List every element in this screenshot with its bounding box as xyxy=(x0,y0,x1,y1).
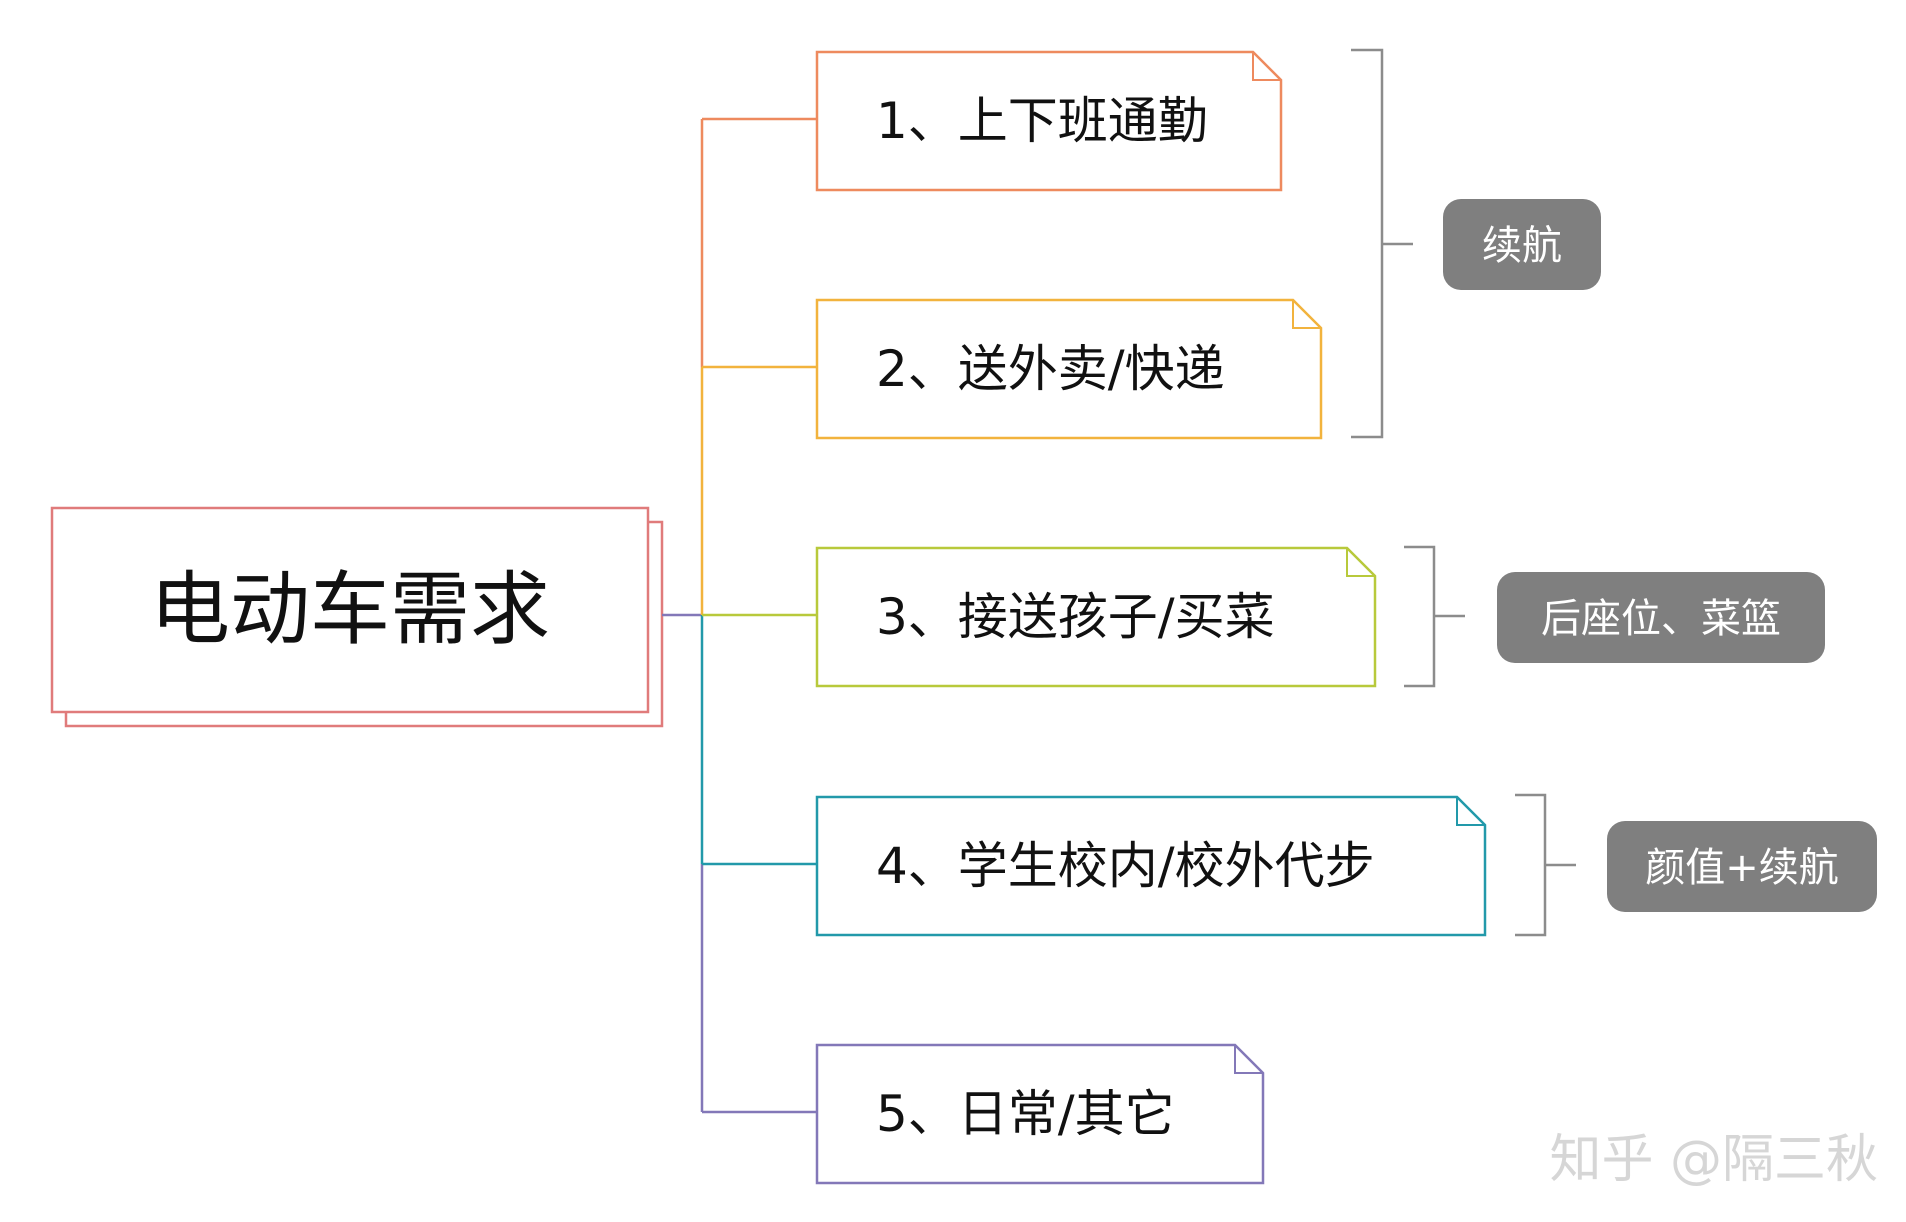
summary-tag-background xyxy=(1443,199,1601,290)
page-fold-icon xyxy=(1292,300,1321,329)
item-node-frame xyxy=(815,1043,1265,1185)
root-node-frame xyxy=(50,506,650,714)
item-node-1: 1、上下班通勤 xyxy=(815,50,1283,192)
page-fold-icon xyxy=(1252,52,1281,81)
summary-tag-background xyxy=(1607,821,1877,912)
summary-tag-1: 续航 xyxy=(1443,199,1601,290)
item-node-label: 2、送外卖/快递 xyxy=(876,340,1225,398)
summary-tag-3: 颜值+续航 xyxy=(1607,821,1877,912)
item-node-label: 3、接送孩子/买菜 xyxy=(876,588,1275,646)
summary-bracket-2 xyxy=(1404,545,1465,688)
watermark: 知乎 @隔三秋 xyxy=(1549,1130,1878,1190)
root-node-label: 电动车需求 xyxy=(150,563,550,656)
page-fold-icon xyxy=(1234,1045,1263,1074)
item-node-label: 1、上下班通勤 xyxy=(876,92,1208,150)
summary-tag-label: 颜值+续航 xyxy=(1645,845,1839,891)
item-node-label: 5、日常/其它 xyxy=(876,1085,1175,1143)
page-fold-icon xyxy=(1456,797,1485,826)
item-node-2: 2、送外卖/快递 xyxy=(815,298,1323,440)
summary-tag-label: 后座位、菜篮 xyxy=(1541,596,1781,642)
item-node-5: 5、日常/其它 xyxy=(815,1043,1265,1185)
item-node-frame xyxy=(815,298,1323,440)
summary-bracket-1 xyxy=(1351,48,1413,439)
item-node-label: 4、学生校内/校外代步 xyxy=(876,837,1375,895)
page-fold-icon xyxy=(1346,548,1375,577)
summary-tag-background xyxy=(1497,572,1825,663)
summary-brackets xyxy=(1351,48,1576,937)
root-node: 电动车需求 xyxy=(50,506,664,728)
item-node-frame xyxy=(815,795,1487,937)
summary-tag-label: 续航 xyxy=(1482,223,1562,269)
item-node-4: 4、学生校内/校外代步 xyxy=(815,795,1487,937)
item-node-frame xyxy=(815,50,1283,192)
item-node-frame xyxy=(815,546,1377,688)
item-node-3: 3、接送孩子/买菜 xyxy=(815,546,1377,688)
summary-bracket-3 xyxy=(1515,793,1576,937)
summary-tag-2: 后座位、菜篮 xyxy=(1497,572,1825,663)
branch-connectors xyxy=(662,117,817,1114)
